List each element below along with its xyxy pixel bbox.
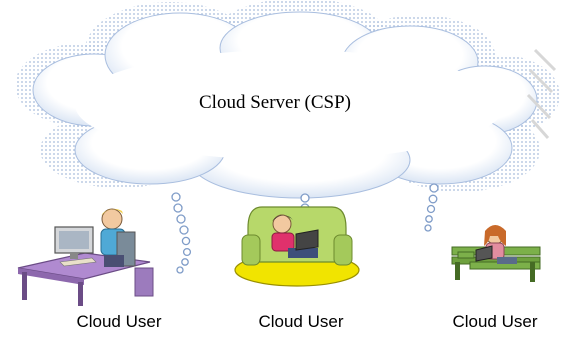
cloud-user-label-1: Cloud User [76,312,162,331]
desk-computer-user-icon [17,208,154,306]
cloud-user-label-3: Cloud User [452,312,538,331]
connector-bubbles [171,183,439,274]
cloud-user-label-2: Cloud User [258,312,344,331]
watermark-decoration [526,48,557,139]
cloud-server-label: Cloud Server (CSP) [199,92,351,113]
armchair-laptop-user-icon [234,206,360,287]
bench-laptop-user-icon [451,225,541,282]
cloud-icon [15,0,560,199]
